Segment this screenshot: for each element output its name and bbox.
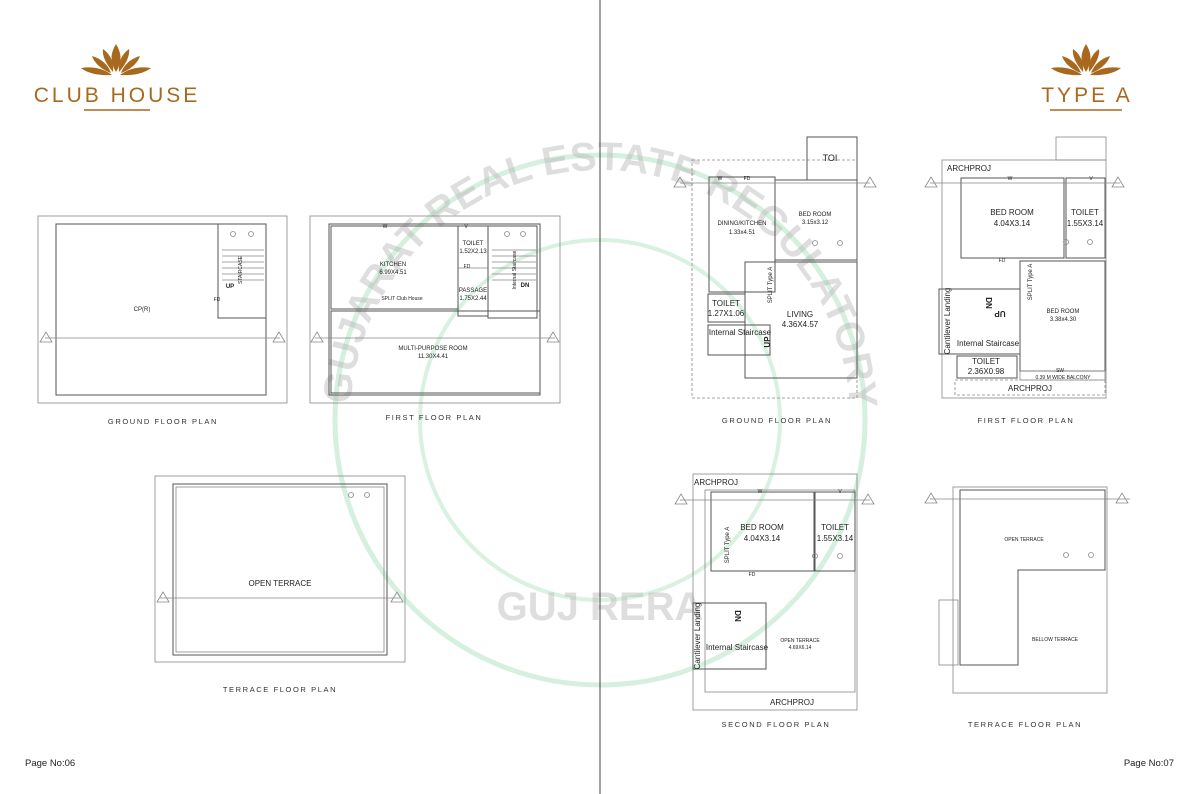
room-size: 1.55X3.14 — [1067, 219, 1104, 228]
room-size: 4.69X6.14 — [789, 645, 812, 651]
room-label: TOILET — [821, 523, 849, 532]
split-label: SPLIT Type A — [725, 527, 731, 563]
up-label: UP — [226, 284, 234, 290]
type-a-ground-floor-plan: TOI W FD DINING/KITCHEN 1.33x4.51 BED RO… — [673, 136, 877, 425]
plan-caption: GROUND FLOOR PLAN — [108, 417, 218, 426]
clubhouse-title: CLUB HOUSE — [34, 84, 201, 107]
room-size: 1.27X1.06 — [708, 309, 745, 318]
room-label: BED ROOM — [799, 212, 832, 218]
room-label: KITCHEN — [380, 262, 406, 268]
archproj-label: ARCHPROJ — [1008, 384, 1052, 393]
vent-label: V — [838, 489, 842, 495]
staircase-label: Internal Staircase — [512, 250, 518, 289]
dn-label: DN — [733, 610, 742, 622]
door-label: FD — [464, 264, 471, 270]
split-label: SPLIT Type A — [1028, 264, 1034, 300]
vent-label: V — [1089, 176, 1093, 182]
staircase-label: STAIRCASE — [238, 255, 244, 284]
room-size: 1.75X2.44 — [459, 296, 487, 302]
up-label: UP — [994, 309, 1006, 318]
page-number: Page No:06 — [25, 758, 75, 769]
plan-caption: GROUND FLOOR PLAN — [722, 416, 832, 425]
dn-label: DN — [521, 283, 530, 289]
clubhouse-terrace-floor-plan: OPEN TERRACE TERRACE FLOOR PLAN — [154, 475, 406, 694]
room-label: LIVING — [787, 310, 813, 319]
room-label: TOILET — [972, 357, 1000, 366]
split-label: SPLIT Club House — [381, 296, 423, 302]
room-size: 11.30X4.41 — [418, 354, 449, 360]
archproj-label: ARCHPROJ — [770, 698, 814, 707]
staircase-label: Internal Staircase — [706, 643, 769, 652]
room-label: BED ROOM — [1047, 309, 1080, 315]
type-a-second-floor-plan: ARCHPROJ W V BED ROOM 4.04X3.14 TOILET 1… — [674, 473, 875, 729]
plan-caption: SECOND FLOOR PLAN — [722, 720, 831, 729]
type-a-terrace-floor-plan: OPEN TERRACE BELLOW TERRACE TERRACE FLOO… — [924, 486, 1130, 729]
room-size: 1.33x4.51 — [729, 230, 756, 236]
room-size: 3.15x3.12 — [802, 220, 829, 226]
window-label: W — [1008, 176, 1013, 182]
plan-caption: TERRACE FLOOR PLAN — [968, 720, 1082, 729]
room-label: OPEN TERRACE — [249, 579, 312, 588]
plan-caption: FIRST FLOOR PLAN — [978, 416, 1075, 425]
split-label: SPLIT Type A — [768, 267, 774, 303]
room-size: 6.99X4.51 — [379, 270, 407, 276]
room-label: TOILET — [463, 241, 484, 247]
window-label: W — [383, 224, 388, 230]
clubhouse-ground-floor-plan: CP(R) STAIRCASE UP FD GROUND FLOOR PLAN — [37, 215, 288, 426]
vent-label: V — [464, 224, 468, 230]
dn-label: DN — [984, 297, 993, 309]
plan-caption: TERRACE FLOOR PLAN — [223, 685, 337, 694]
room-label: PASSAGE — [459, 288, 487, 294]
room-label: OPEN TERRACE — [1004, 537, 1044, 543]
room-size: 3.38x4.30 — [1050, 317, 1077, 323]
landing-label: Cantilever Landing — [693, 603, 702, 670]
room-size: 2.36X0.98 — [968, 367, 1005, 376]
type-a-title: TYPE A — [1041, 84, 1133, 107]
landing-label: Cantilever Landing — [943, 288, 952, 355]
archproj-label: ARCHPROJ — [694, 478, 738, 487]
room-label: CP(R) — [134, 307, 151, 313]
sw-label: SW — [1056, 368, 1064, 374]
window-label: W — [758, 489, 763, 495]
room-size: 4.36X4.57 — [782, 320, 819, 329]
clubhouse-first-floor-plan: W V KITCHEN 6.99X4.51 SPLIT Club House T… — [309, 215, 561, 422]
window-label: W — [718, 176, 723, 182]
lotus-icon — [81, 44, 151, 76]
staircase-label: Internal Staircase — [957, 339, 1020, 348]
door-label: FD — [744, 176, 751, 182]
room-size: 1.55X3.14 — [817, 534, 854, 543]
room-size: 4.04X3.14 — [994, 219, 1031, 228]
archproj-label: ARCHPROJ — [947, 164, 991, 173]
room-label: TOILET — [712, 299, 740, 308]
room-label: TOI — [823, 153, 838, 163]
staircase-label: Internal Staircase — [709, 328, 772, 337]
plan-caption: FIRST FLOOR PLAN — [386, 413, 483, 422]
lotus-icon — [1051, 44, 1121, 76]
room-size: 1.52X2.13 — [459, 249, 487, 255]
room-label: BED ROOM — [740, 523, 784, 532]
room-label: DINING/KITCHEN — [717, 221, 766, 227]
room-label: MULTI-PURPOSE ROOM — [398, 346, 467, 352]
room-label: BED ROOM — [990, 208, 1034, 217]
up-label: UP — [763, 336, 772, 348]
door-label: FD — [214, 297, 221, 303]
door-label: FD — [749, 572, 756, 578]
room-label: TOILET — [1071, 208, 1099, 217]
page-number: Page No:07 — [1124, 758, 1174, 769]
balcony-label: 0.39 M WIDE BALCONY — [1035, 375, 1091, 381]
room-label: OPEN TERRACE — [780, 638, 820, 644]
room-label: BELLOW TERRACE — [1032, 637, 1079, 643]
room-size: 4.04X3.14 — [744, 534, 781, 543]
door-label: FD — [999, 258, 1006, 264]
type-a-first-floor-plan: ARCHPROJ W V BED ROOM 4.04X3.14 TOILET 1… — [924, 136, 1125, 425]
